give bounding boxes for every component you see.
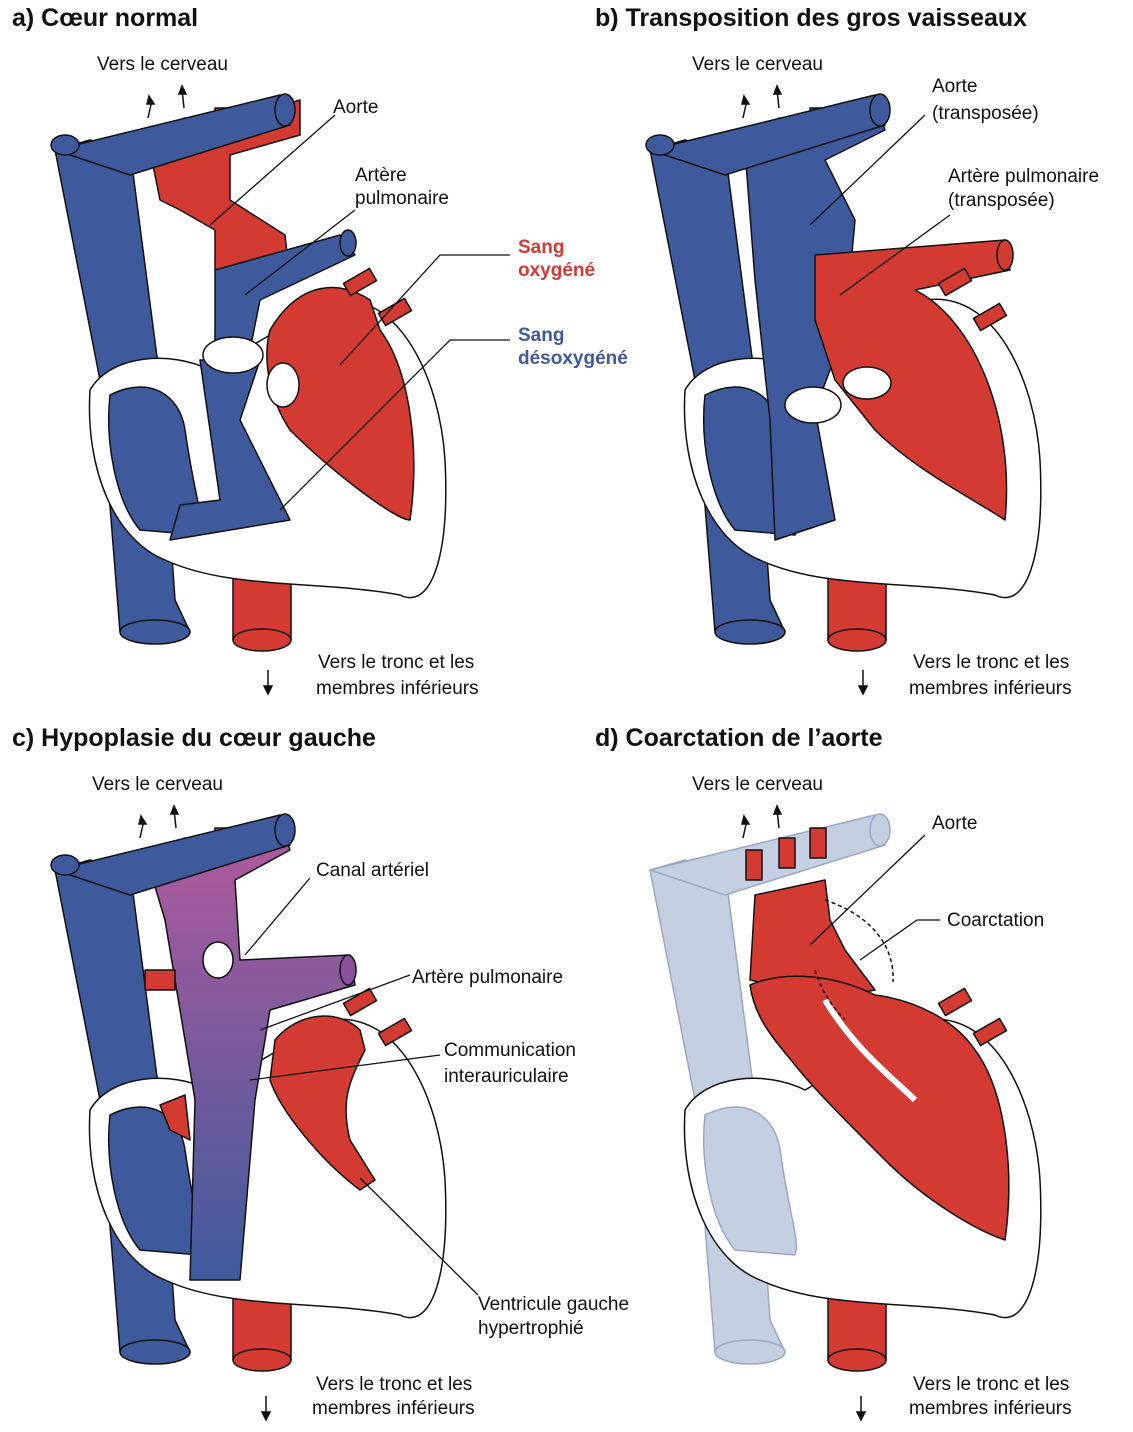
label-pulmonary-artery-line2: (transposée) [948, 188, 1055, 214]
label-to-trunk-line2: membres inférieurs [312, 1396, 475, 1422]
panel-title: a) Cœur normal [12, 4, 198, 33]
panel-title: d) Coarctation de l’aorte [595, 724, 883, 753]
label-to-trunk-line1: Vers le tronc et les [913, 650, 1069, 676]
heart-diagram-normal [0, 0, 566, 712]
label-atrial-septal-defect-line1: Communication [444, 1038, 576, 1064]
panel-coarctation: d) Coarctation de l’aorte Vers le cervea… [595, 720, 1133, 1432]
label-left-ventricle-line2: hypertrophié [478, 1316, 584, 1342]
legend-deoxygenated-line1: Sang [518, 324, 564, 347]
label-to-trunk-line2: membres inférieurs [909, 676, 1072, 702]
label-to-brain: Vers le cerveau [97, 52, 228, 78]
label-to-trunk-line1: Vers le tronc et les [316, 1372, 472, 1398]
label-aorta-line2: (transposée) [932, 101, 1039, 127]
panel-hypoplastic-left-heart: c) Hypoplasie du cœur gauche Vers le cer… [0, 720, 566, 1432]
panel-title: b) Transposition des gros vaisseaux [595, 4, 1027, 33]
label-pulmonary-artery-line1: Artère pulmonaire [948, 164, 1099, 190]
label-aorta: Aorte [932, 811, 977, 837]
panel-normal-heart: a) Cœur normal Vers le cerveau Aorte Art… [0, 0, 566, 712]
label-coarctation: Coarctation [947, 908, 1044, 934]
label-atrial-septal-defect-line2: interauriculaire [444, 1064, 569, 1090]
label-ductus-arteriosus: Canal artériel [316, 858, 429, 884]
panel-title: c) Hypoplasie du cœur gauche [12, 724, 376, 753]
label-pulmonary-artery-line2: pulmonaire [355, 186, 449, 212]
label-to-trunk-line2: membres inférieurs [909, 1396, 1072, 1422]
label-to-trunk-line2: membres inférieurs [316, 676, 479, 702]
legend-oxygenated-line1: Sang [518, 236, 564, 259]
label-aorta: Aorte [333, 95, 378, 121]
label-to-brain: Vers le cerveau [692, 52, 823, 78]
label-to-trunk-line1: Vers le tronc et les [318, 650, 474, 676]
label-to-trunk-line1: Vers le tronc et les [913, 1372, 1069, 1398]
label-to-brain: Vers le cerveau [92, 772, 223, 798]
label-pulmonary-artery: Artère pulmonaire [412, 965, 563, 991]
label-to-brain: Vers le cerveau [692, 772, 823, 798]
heart-diagram-transposition [595, 0, 1133, 712]
label-aorta-line1: Aorte [932, 74, 977, 100]
legend-oxygenated-line2: oxygéné [518, 259, 595, 282]
heart-diagram-coarctation [595, 720, 1133, 1425]
panel-transposition: b) Transposition des gros vaisseaux Vers… [595, 0, 1133, 712]
